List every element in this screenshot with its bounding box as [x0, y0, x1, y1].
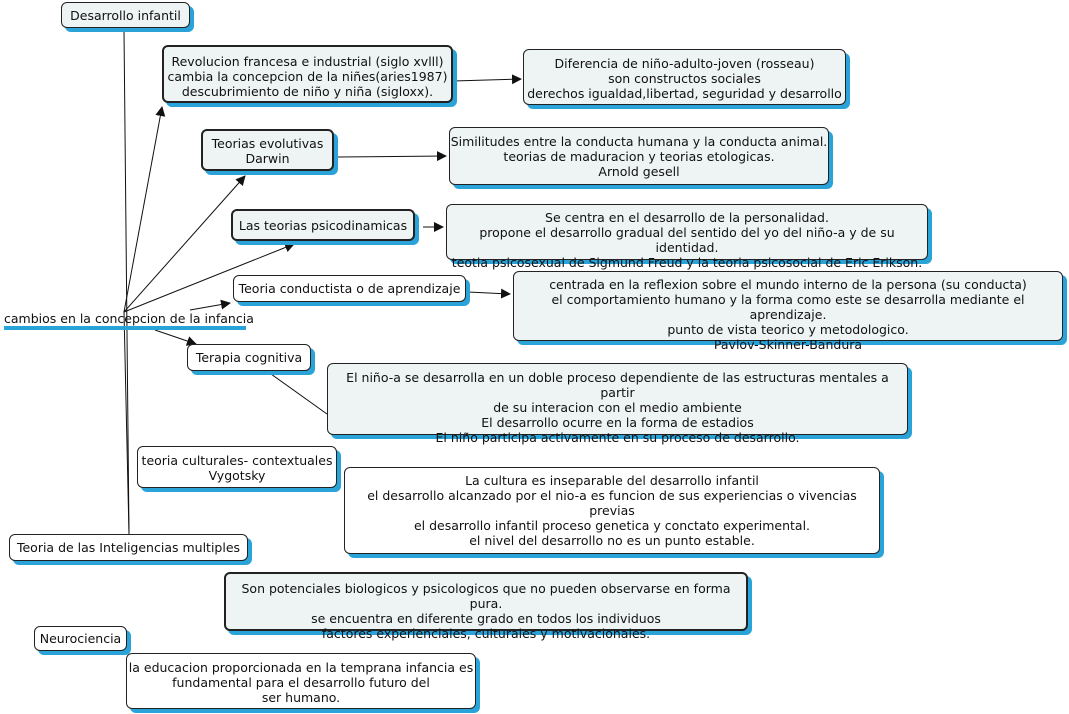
personalidad-node[interactable]: Se centra en el desarrollo de la persona… [446, 204, 928, 270]
terapia-cognitiva-node[interactable]: Terapia cognitiva [187, 344, 311, 371]
diferencia-node[interactable]: Diferencia de niño-adulto-joven (rosseau… [523, 49, 846, 105]
link-hub-cognitiva [154, 329, 197, 346]
teorias-psicodinamicas-node[interactable]: Las teorias psicodinamicas [231, 209, 415, 241]
link-hub-evolutivas [123, 175, 246, 313]
desarrollo-infantil-node[interactable]: Desarrollo infantil [61, 2, 190, 28]
potenciales-node[interactable]: Son potenciales biologicos y psicologico… [224, 572, 748, 641]
link-hub-lower [123, 311, 130, 535]
reflexion-node[interactable]: centrada en la reflexion sobre el mundo … [513, 271, 1063, 352]
teoria-conductista-node[interactable]: Teoria conductista o de aprendizaje [233, 275, 466, 302]
teorias-evolutivas-node[interactable]: Teorias evolutivas Darwin [201, 129, 334, 171]
link-hub-psicodinamicas [123, 242, 295, 313]
trunk-line [123, 29, 130, 535]
similitudes-node[interactable]: Similitudes entre la conducta humana y l… [449, 127, 829, 185]
revolucion-node[interactable]: Revolucion francesa e industrial (siglo … [162, 45, 453, 103]
teoria-culturales-node[interactable]: teoria culturales- contextuales Vygotsky [137, 446, 337, 488]
educacion-node[interactable]: la educacion proporcionada en la tempran… [126, 653, 476, 709]
link-conductista-reflexion [467, 288, 511, 299]
link-cognitiva-doble [270, 373, 328, 415]
link-hub-conductista [189, 299, 231, 311]
cultura-node[interactable]: La cultura es inseparable del desarrollo… [344, 467, 880, 554]
link-evolutivas-similitudes [337, 151, 447, 162]
neurociencia-node[interactable]: Neurociencia [34, 626, 127, 651]
central-concept-label[interactable]: cambios en la concepcion de la infancia [4, 311, 254, 330]
link-revolucion-diferencia [452, 74, 522, 85]
inteligencias-multiples-node[interactable]: Teoria de las Inteligencias multiples [9, 534, 248, 561]
doble-proceso-node[interactable]: El niño-a se desarrolla en un doble proc… [327, 363, 908, 445]
link-hub-revolucion [123, 106, 166, 313]
